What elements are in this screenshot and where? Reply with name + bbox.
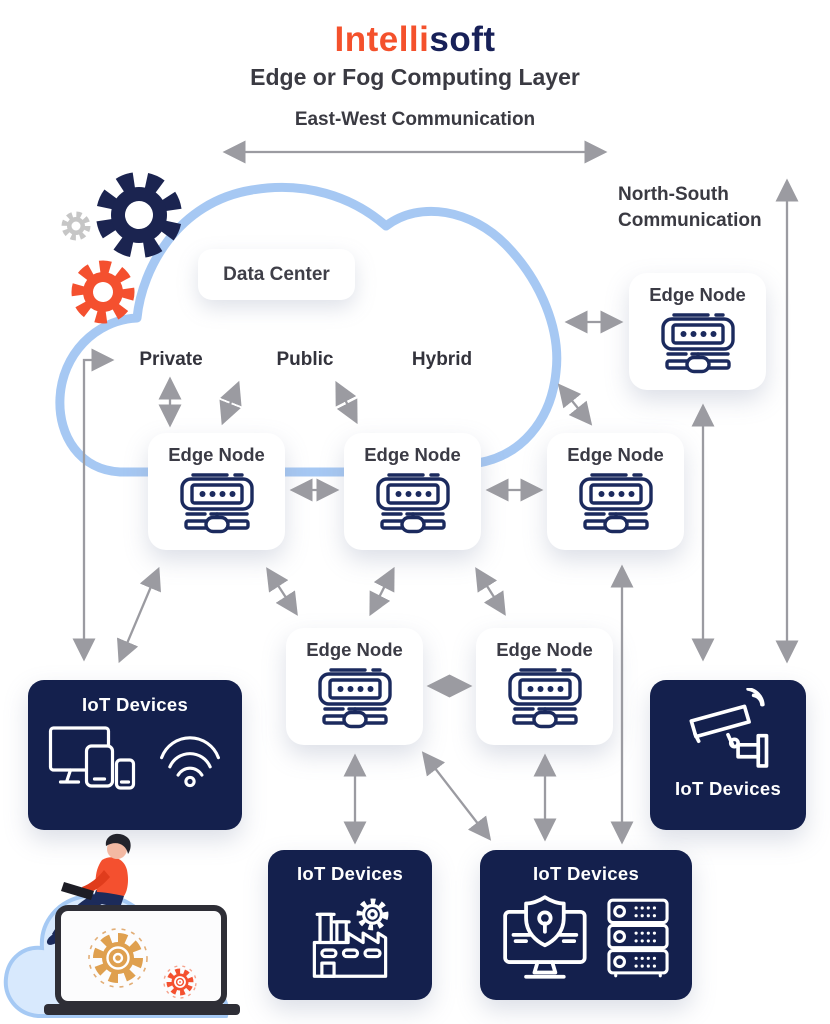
edge-node-icon (178, 471, 256, 535)
edge-node-card-3: Edge Node (547, 433, 684, 550)
page-title: Edge or Fog Computing Layer (250, 64, 580, 90)
edge-node-title: Edge Node (364, 444, 461, 465)
iot-devices-card-left: IoT Devices (28, 680, 242, 830)
edge-node-icon (659, 311, 737, 375)
server-rack-icon (607, 898, 669, 978)
edge-node-card-right: Edge Node (629, 273, 766, 390)
iot-devices-title: IoT Devices (296, 863, 404, 884)
person-cloud-laptop-illustration (3, 833, 240, 1018)
edge-node-card-4: Edge Node (286, 628, 423, 745)
wifi-icon (157, 730, 223, 789)
data-center-label: Data Center (223, 263, 330, 285)
cctv-camera-icon (682, 688, 774, 776)
edge-node-title: Edge Node (496, 639, 593, 660)
edge-node-title: Edge Node (306, 639, 403, 660)
iot-devices-title: IoT Devices (532, 863, 640, 884)
east-west-communication-label: East-West Communication (294, 109, 536, 130)
logo-part-2: soft (429, 20, 496, 59)
devices-icon (48, 726, 141, 792)
hybrid-cloud-label: Hybrid (411, 349, 473, 370)
logo-part-1: Intelli (334, 20, 430, 59)
edge-node-card-2: Edge Node (344, 433, 481, 550)
edge-node-card-1: Edge Node (148, 433, 285, 550)
iot-devices-title: IoT Devices (674, 778, 782, 799)
edge-node-title: Edge Node (168, 444, 265, 465)
cloud-shape (55, 172, 562, 478)
data-center-card: Data Center (198, 249, 355, 300)
factory-icon (303, 890, 397, 980)
north-south-communication-label: North-South Communication (618, 184, 762, 231)
edge-node-icon (577, 471, 655, 535)
edge-node-title: Edge Node (649, 284, 746, 305)
iot-devices-card-secure: IoT Devices (480, 850, 692, 1000)
edge-node-icon (506, 666, 584, 730)
private-cloud-label: Private (139, 349, 203, 370)
edge-node-icon (316, 666, 394, 730)
edge-node-icon (374, 471, 452, 535)
public-cloud-label: Public (276, 349, 334, 370)
iot-devices-title: IoT Devices (81, 694, 189, 715)
secure-monitor-icon (503, 893, 591, 983)
edge-node-card-5: Edge Node (476, 628, 613, 745)
edge-node-title: Edge Node (567, 444, 664, 465)
iot-devices-card-right: IoT Devices (650, 680, 806, 830)
iot-devices-card-factory: IoT Devices (268, 850, 432, 1000)
intellisoft-logo: Intellisoft (0, 20, 830, 60)
